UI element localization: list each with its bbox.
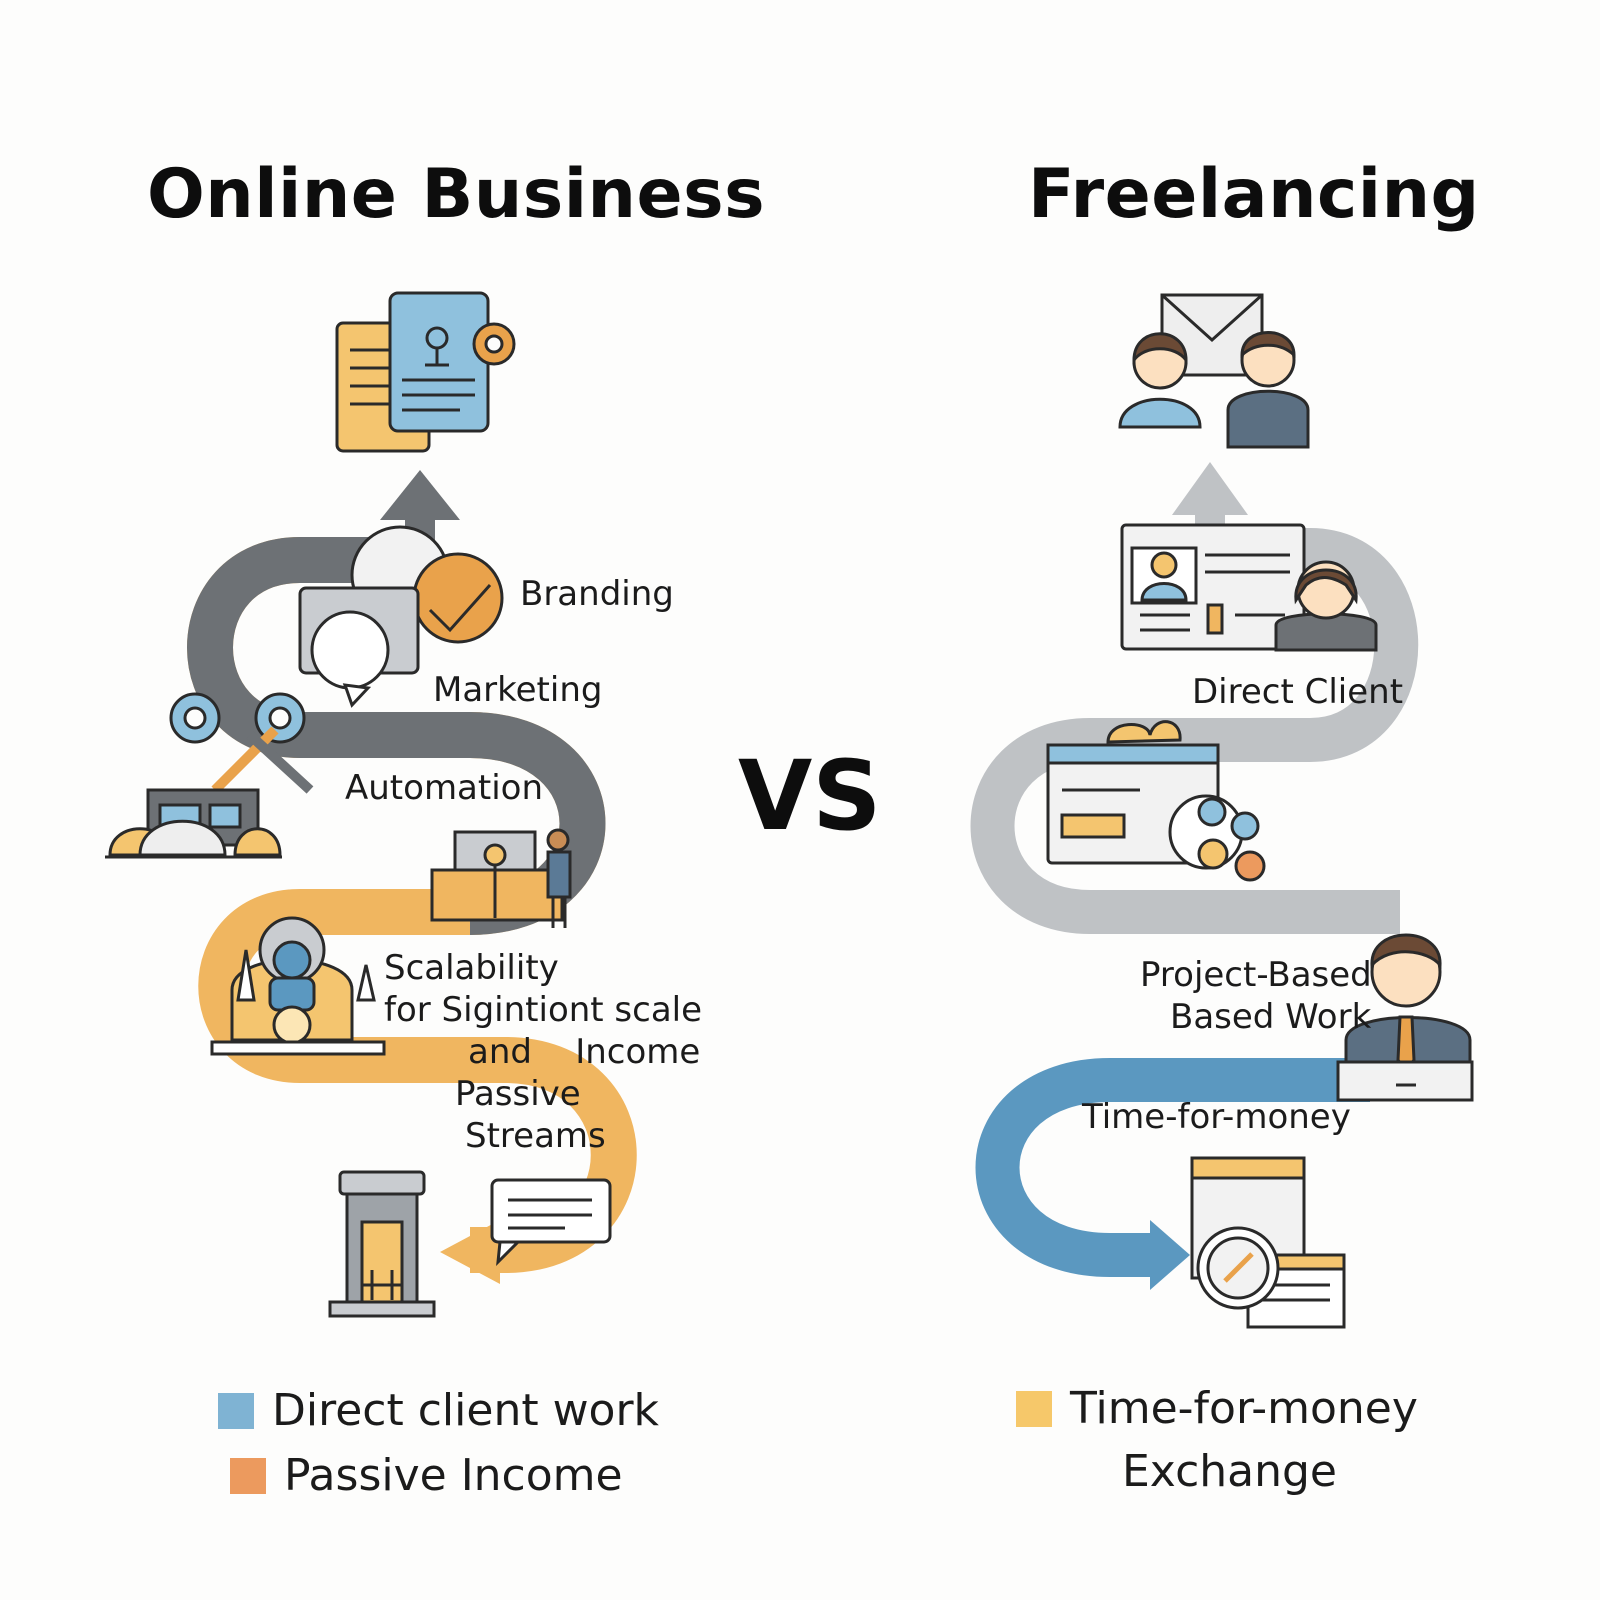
legend-swatch: [218, 1392, 254, 1429]
online-business-legend: Direct client work Passive Income: [218, 1385, 659, 1501]
scalability-label-1: Scalability: [384, 948, 559, 988]
browser-window-icon: [1046, 720, 1266, 882]
project-based-label-2: Based Work: [1170, 997, 1372, 1037]
speech-bubble-icon: [298, 586, 420, 708]
direct-client-label: Direct Client: [1192, 672, 1404, 712]
legend-item-time-for-money: Time-for-money: [1016, 1383, 1418, 1434]
legend-label: Time-for-money: [1070, 1383, 1418, 1434]
legend-swatch: [1016, 1390, 1052, 1427]
gear-icon: [472, 322, 516, 366]
branding-label: Branding: [520, 574, 674, 614]
legend-label: Passive Income: [284, 1450, 623, 1501]
legend-swatch: [230, 1457, 266, 1494]
legend-label: Exchange: [1122, 1446, 1337, 1497]
online-business-title: Online Business: [147, 155, 766, 234]
robot-arm-icon: [105, 692, 314, 859]
contract-exchange-icon: [1190, 1156, 1346, 1329]
legend-item-time-for-money-line-2: Exchange: [1016, 1446, 1418, 1497]
time-for-money-label: Time-for-money: [1082, 1097, 1351, 1137]
team-meeting-icon: [430, 828, 572, 928]
profile-card-icon: [1120, 523, 1378, 652]
project-based-label-1: Project-Based: [1140, 955, 1372, 995]
businessman-desk-icon: [1336, 933, 1474, 1102]
cloud-person-icon: [210, 916, 386, 1056]
freelancing-legend: Time-for-money Exchange: [1016, 1383, 1418, 1497]
legend-item-passive-income: Passive Income: [218, 1450, 659, 1501]
automation-label: Automation: [345, 768, 544, 808]
freelancing-path: [970, 462, 1419, 1290]
tablet-document-icon: [335, 291, 490, 453]
scalability-label-3: and Income: [468, 1032, 701, 1072]
building-icon: [328, 1170, 436, 1318]
freelancing-title: Freelancing: [1028, 155, 1480, 234]
scalability-label-2: for Sigintiont scale: [384, 990, 703, 1030]
legend-label: Direct client work: [272, 1385, 660, 1436]
chat-bubble-icon: [490, 1178, 612, 1267]
scalability-label-5: Streams: [465, 1116, 606, 1156]
vs-label: VS: [738, 740, 882, 852]
scalability-label-4: Passive: [455, 1074, 581, 1114]
marketing-label: Marketing: [433, 670, 603, 710]
envelope-people-icon: [1118, 293, 1310, 449]
legend-item-direct-client-work: Direct client work: [218, 1385, 659, 1436]
